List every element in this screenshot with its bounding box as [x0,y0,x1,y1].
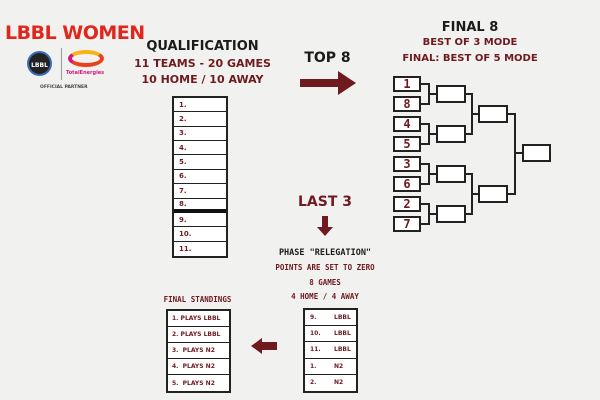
table-row: 1. PLAYS LBBL [168,311,229,327]
league: LBBL [334,314,351,322]
relegation-line1: POINTS ARE SET TO ZERO [275,263,375,272]
final8-line2: FINAL: BEST OF 5 MODE [402,53,538,64]
seed-box: 1 [393,76,421,92]
seed-box: 6 [393,176,421,192]
final-box [522,144,551,162]
table-row: 9. LBBL [305,310,356,327]
table-row: 9. [174,213,226,228]
qualification-table: 1.2.3.4.5.6.7.8.9.10. 11. [172,96,228,258]
table-row: 7. [174,184,226,199]
relegation-table: 9. LBBL 10. LBBL 11. LBBL 1. N2 2. N2 [303,308,358,393]
final8-title: FINAL 8 [441,20,499,35]
table-row: 5. [174,155,226,170]
partner-label: OFFICIAL PARTNER [40,85,88,90]
relegation-line2: 8 GAMES [309,278,341,287]
table-row: 1. N2 [305,359,356,375]
rank: 1. [310,362,317,370]
table-row: 2. N2 [305,375,356,391]
table-row: 8. [174,199,226,213]
sponsor-name: TotalEnergies [66,70,105,76]
table-row: 4. PLAYS N2 [168,359,229,375]
left-arrow-icon [251,338,277,354]
table-row: 6. [174,170,226,185]
seed-box: 3 [393,156,421,172]
qualification-line2: 10 HOME / 10 AWAY [141,73,264,86]
standings-title: FINAL STANDINGS [163,295,232,304]
table-row: 3. PLAYS N2 [168,343,229,359]
seed-box: 5 [393,136,421,152]
brand-title: LBBL WOMEN [5,22,145,44]
table-row: 5. PLAYS N2 [172,379,215,387]
table-row: 10. LBBL [305,326,356,343]
sf-box [478,105,508,123]
rank: 11. [310,346,321,354]
seed-box: 8 [393,96,421,112]
rank: 10. [310,330,321,338]
qf-box [436,85,466,103]
league: LBBL [334,346,351,354]
table-row: 10. [174,227,226,242]
qualification-line1: 11 TEAMS - 20 GAMES [134,57,271,70]
table-row: 2. PLAYS LBBL [168,327,229,343]
table-row: 4. [174,141,226,156]
seed-box: 7 [393,216,421,232]
down-arrow-icon [317,216,333,236]
qf-box [436,165,466,183]
last3-label: LAST 3 [297,194,352,210]
seed-box: 4 [393,116,421,132]
right-arrow-icon [300,71,356,95]
league: LBBL [334,330,351,338]
lbbl-logo: LBBL [27,51,52,76]
final8-line1: BEST OF 3 MODE [422,37,518,48]
table-row: 1. [174,98,226,113]
qf-box [436,125,466,143]
league: N2 [334,362,344,370]
table-row: 11. [179,244,192,253]
relegation-line3: 4 HOME / 4 AWAY [291,292,359,301]
qf-box [436,205,466,223]
qualification-title: QUALIFICATION [146,39,259,54]
totalenergies-logo [68,50,104,67]
top8-label: TOP 8 [304,50,351,66]
rank: 2. [310,379,317,387]
league: N2 [334,379,344,387]
seed-box: 2 [393,196,421,212]
table-row: 11. LBBL [305,342,356,359]
divider [61,48,62,80]
table-row: 3. [174,127,226,142]
sf-box [478,185,508,203]
table-row: 2. [174,112,226,127]
relegation-title: PHASE "RELEGATION" [278,248,372,258]
rank: 9. [310,314,317,322]
